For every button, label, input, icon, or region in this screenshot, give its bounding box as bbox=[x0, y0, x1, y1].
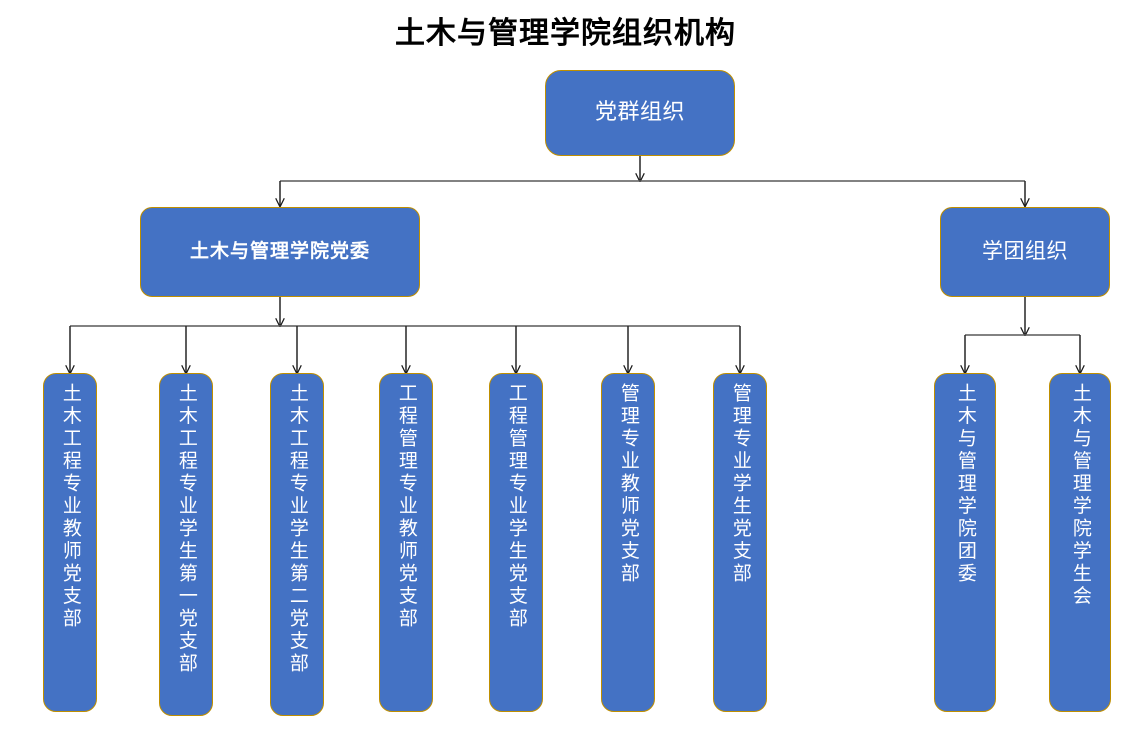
node-student-union[interactable]: 土木与管理学院学生会 bbox=[1049, 373, 1111, 712]
page-title: 土木与管理学院组织机构 bbox=[395, 16, 736, 51]
node-civil-eng-teacher-branch[interactable]: 土木工程专业教师党支部 bbox=[43, 373, 97, 712]
node-student-league-label: 学团组织 bbox=[982, 239, 1068, 264]
node-party-committee[interactable]: 土木与管理学院党委 bbox=[140, 207, 420, 297]
node-eng-mgmt-student-branch-label: 工程管理专业学生党支部 bbox=[505, 383, 528, 631]
node-eng-mgmt-student-branch[interactable]: 工程管理专业学生党支部 bbox=[489, 373, 543, 712]
node-student-league[interactable]: 学团组织 bbox=[940, 207, 1110, 297]
node-league-committee[interactable]: 土木与管理学院团委 bbox=[934, 373, 996, 712]
node-root[interactable]: 党群组织 bbox=[545, 70, 735, 156]
node-civil-eng-student-2-branch[interactable]: 土木工程专业学生第二党支部 bbox=[270, 373, 324, 716]
node-civil-eng-student-1-branch-label: 土木工程专业学生第一党支部 bbox=[175, 383, 198, 676]
node-civil-eng-student-1-branch[interactable]: 土木工程专业学生第一党支部 bbox=[159, 373, 213, 716]
node-mgmt-student-branch[interactable]: 管理专业学生党支部 bbox=[713, 373, 767, 712]
node-root-label: 党群组织 bbox=[594, 99, 685, 125]
node-civil-eng-student-2-branch-label: 土木工程专业学生第二党支部 bbox=[286, 383, 309, 676]
node-eng-mgmt-teacher-branch[interactable]: 工程管理专业教师党支部 bbox=[379, 373, 433, 712]
node-mgmt-teacher-branch-label: 管理专业教师党支部 bbox=[617, 383, 640, 586]
node-party-committee-label: 土木与管理学院党委 bbox=[189, 240, 370, 263]
node-civil-eng-teacher-branch-label: 土木工程专业教师党支部 bbox=[59, 383, 82, 631]
node-mgmt-teacher-branch[interactable]: 管理专业教师党支部 bbox=[601, 373, 655, 712]
node-eng-mgmt-teacher-branch-label: 工程管理专业教师党支部 bbox=[395, 383, 418, 631]
node-league-committee-label: 土木与管理学院团委 bbox=[954, 383, 977, 586]
node-student-union-label: 土木与管理学院学生会 bbox=[1069, 383, 1092, 608]
node-mgmt-student-branch-label: 管理专业学生党支部 bbox=[729, 383, 752, 586]
